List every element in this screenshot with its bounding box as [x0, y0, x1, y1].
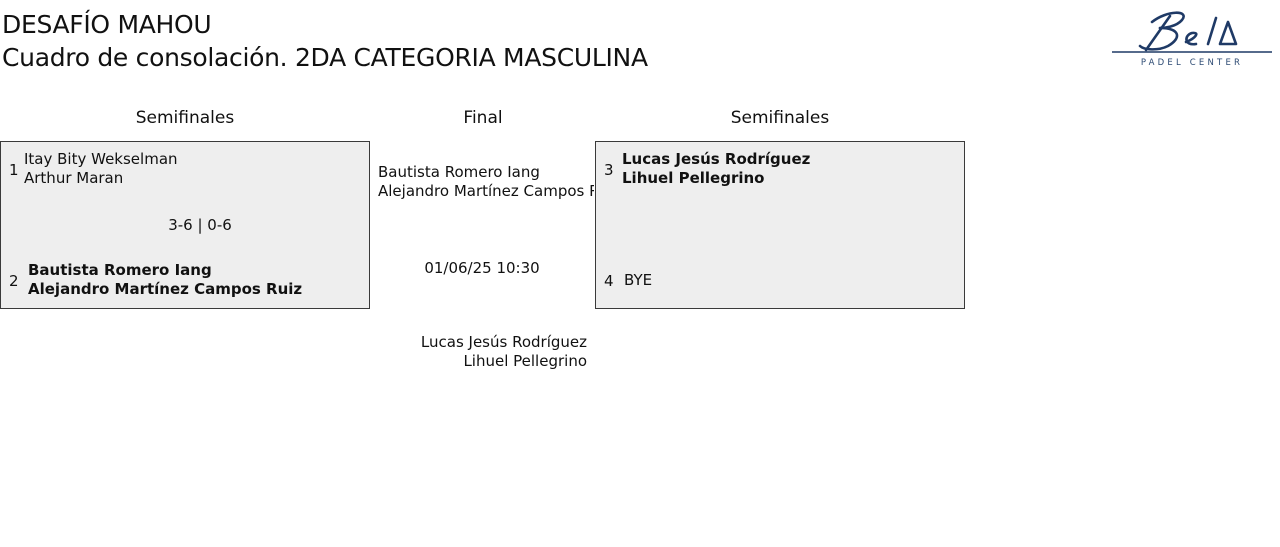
match-score: 3-6 | 0-6	[168, 216, 232, 234]
club-logo: PADEL CENTER	[1112, 8, 1272, 72]
round-label-semifinal-left: Semifinales	[135, 108, 235, 128]
round-label-final: Final	[463, 108, 503, 128]
final-team-top: Bautista Romero Iang Alejandro Martínez …	[378, 163, 594, 201]
team-seed: 4	[604, 272, 614, 290]
player-name: Lihuel Pellegrino	[463, 352, 587, 370]
bela-logo-icon	[1112, 11, 1272, 53]
team-seed: 2	[9, 272, 19, 290]
player-name: Alejandro Martínez Campos Ruiz	[378, 182, 594, 200]
match-final[interactable]: Bautista Romero Iang Alejandro Martínez …	[372, 141, 594, 381]
player-name: Arthur Maran	[24, 169, 124, 187]
team-seed: 3	[604, 161, 614, 179]
round-label-semifinal-right: Semifinales	[730, 108, 830, 128]
draw-name: Cuadro de consolación. 2DA CATEGORIA MAS…	[2, 43, 648, 72]
player-name: Bautista Romero Iang	[378, 163, 540, 181]
match-semifinal-right[interactable]: 3 Lucas Jesús Rodríguez Lihuel Pellegrin…	[595, 141, 965, 309]
team-entry-winner: Bautista Romero Iang Alejandro Martínez …	[28, 261, 302, 299]
tournament-name: DESAFÍO MAHOU	[2, 10, 212, 39]
player-name: Itay Bity Wekselman	[24, 150, 178, 168]
team-seed: 1	[9, 161, 19, 179]
match-datetime: 01/06/25 10:30	[424, 259, 540, 277]
team-entry-bye: BYE	[624, 271, 652, 290]
player-name: Alejandro Martínez Campos Ruiz	[28, 280, 303, 298]
player-name: Lucas Jesús Rodríguez	[622, 150, 811, 168]
team-entry: Itay Bity Wekselman Arthur Maran	[24, 150, 178, 188]
page-title: DESAFÍO MAHOU Cuadro de consolación. 2DA…	[2, 8, 648, 74]
player-name: Bautista Romero Iang	[28, 261, 212, 279]
match-semifinal-left[interactable]: 1 Itay Bity Wekselman Arthur Maran 3-6 |…	[0, 141, 370, 309]
team-entry-winner: Lucas Jesús Rodríguez Lihuel Pellegrino	[622, 150, 810, 188]
player-name: Lihuel Pellegrino	[622, 169, 765, 187]
final-team-bottom: Lucas Jesús Rodríguez Lihuel Pellegrino	[421, 333, 587, 371]
player-name: BYE	[624, 271, 653, 289]
player-name: Lucas Jesús Rodríguez	[420, 333, 587, 351]
logo-text: PADEL CENTER	[1140, 58, 1244, 68]
